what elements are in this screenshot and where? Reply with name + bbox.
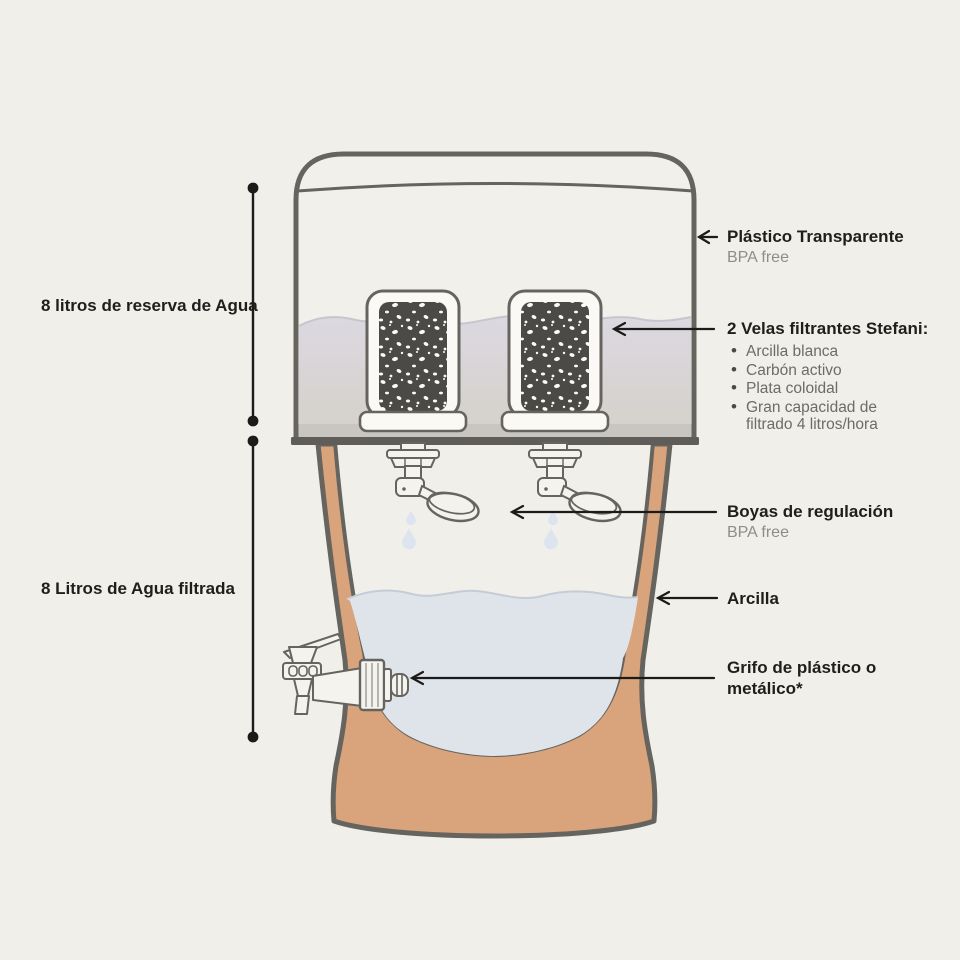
tap-thread (390, 673, 409, 697)
filtered-measure-line (247, 435, 259, 743)
reserve-measure-line (247, 182, 259, 427)
candle-feature-list: Arcilla blanca Carbón activo Plata coloi… (727, 342, 923, 434)
candle-feature: Gran capacidad de filtrado 4 litros/hora (727, 398, 923, 434)
filter-candle-left (365, 289, 461, 419)
water-droplets (402, 510, 558, 550)
annotation-plastic-title: Plástico Transparente (727, 227, 904, 246)
annotation-candles: 2 Velas filtrantes Stefani: Arcilla blan… (727, 318, 947, 435)
annotation-floats: Boyas de regulación BPA free (727, 501, 937, 543)
tap-funnel (288, 646, 318, 664)
arrow-clay (655, 590, 719, 606)
filter-candle-right (507, 289, 603, 419)
tank-bottom-plate (297, 424, 693, 439)
annotation-candles-title: 2 Velas filtrantes Stefani: (727, 319, 929, 338)
candle-base-right (500, 410, 610, 433)
reserve-water-surface (298, 315, 692, 327)
annotation-plastic: Plástico Transparente BPA free (727, 226, 937, 268)
filtered-water-surface (346, 589, 639, 600)
tap-spout (293, 678, 313, 697)
arrow-tap (409, 670, 716, 686)
upper-tank-outline (293, 151, 697, 440)
annotation-floats-title: Boyas de regulación (727, 502, 894, 521)
float-valve-left (386, 442, 480, 523)
annotation-clay-title: Arcilla (727, 589, 779, 608)
annotation-plastic-subtitle: BPA free (727, 249, 789, 266)
annotation-tap: Grifo de plástico o metálico* (727, 657, 877, 699)
lid-seam (296, 182, 694, 193)
separator-bar (291, 437, 699, 445)
candle-feature: Plata coloidal (727, 379, 923, 398)
label-filtered-capacity: 8 Litros de Agua filtrada (41, 579, 235, 598)
candle-base-left (358, 410, 468, 433)
reserve-water (299, 316, 691, 427)
candle-feature: Arcilla blanca (727, 342, 923, 361)
annotation-tap-title: Grifo de plástico o metálico* (727, 658, 877, 698)
label-reserve-capacity: 8 litros de reserva de Agua (41, 296, 258, 315)
candle-feature: Carbón activo (727, 361, 923, 380)
arrow-plastic (696, 229, 719, 245)
tap (282, 633, 409, 715)
arrow-floats (509, 504, 718, 520)
arrow-candles (611, 321, 716, 337)
float-valve-right (528, 442, 622, 523)
annotation-clay: Arcilla (727, 588, 877, 609)
annotation-floats-subtitle: BPA free (727, 524, 789, 541)
filtered-water (347, 590, 638, 756)
